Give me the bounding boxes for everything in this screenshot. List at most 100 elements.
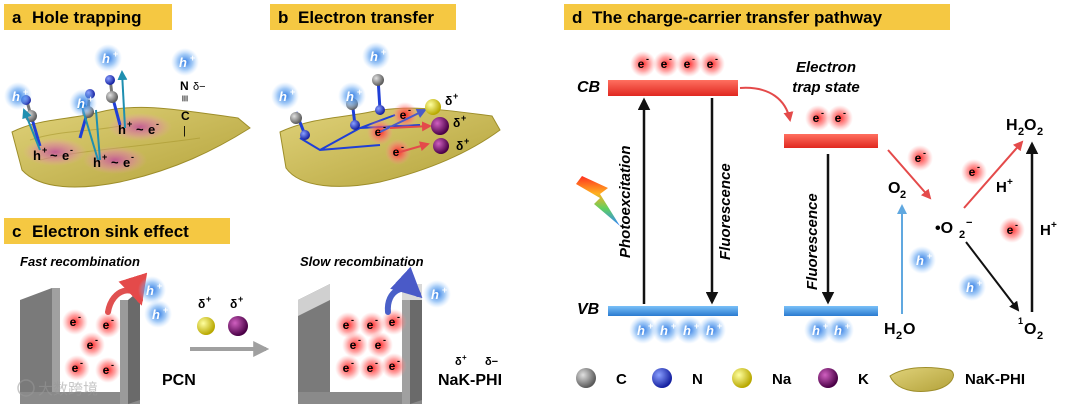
svg-text:+: + xyxy=(1051,220,1057,231)
sheet-icon xyxy=(889,367,954,392)
superoxide-label: •O xyxy=(935,220,953,237)
h2o2-label: H xyxy=(1006,117,1018,134)
potassium-atom-icon xyxy=(431,117,449,135)
electron-icon xyxy=(335,355,361,381)
panel-b-banner xyxy=(270,4,456,30)
hole-icon xyxy=(144,300,172,328)
svg-text:O: O xyxy=(903,321,915,338)
watermark-text: 大数跨境 xyxy=(38,380,98,398)
legend-label-k: K xyxy=(858,371,869,388)
fast-recombination-label: Fast recombination xyxy=(20,254,140,269)
cb-label: CB xyxy=(577,79,600,96)
electron-icon xyxy=(653,51,679,77)
superoxide-to-h2o2-arrow xyxy=(963,140,1024,209)
electron-icon xyxy=(342,332,368,358)
nitrogen-atom-icon xyxy=(375,105,385,115)
svg-text:O: O xyxy=(1024,117,1036,134)
cb-band xyxy=(608,80,738,96)
electron-icon xyxy=(381,353,407,379)
svg-text:2: 2 xyxy=(1037,126,1043,138)
delta-minus-label: δ− xyxy=(193,81,206,93)
legend-label-n: N xyxy=(692,371,703,388)
lightning-icon xyxy=(576,176,620,226)
svg-text:+: + xyxy=(102,152,107,162)
electron-icon xyxy=(79,332,105,358)
svg-text:-: - xyxy=(70,145,73,155)
trap-label-line1: Electron xyxy=(796,59,856,76)
legend: C N Na K NaK-PHI xyxy=(576,367,1025,392)
svg-text:+: + xyxy=(42,145,47,155)
nitrogen-atom-icon xyxy=(105,75,115,85)
svg-text:1: 1 xyxy=(1018,316,1023,326)
fluorescence-label: Fluorescence xyxy=(717,163,734,260)
hole-icon xyxy=(138,276,166,304)
svg-text:h: h xyxy=(33,148,41,163)
svg-text:+: + xyxy=(206,294,211,304)
nitrogen-atom-icon xyxy=(652,368,672,388)
electron-icon xyxy=(676,51,702,77)
hole-icon xyxy=(958,273,986,301)
electron-icon xyxy=(907,145,933,171)
panel-b: b Electron transfer δ + δ + δ + xyxy=(270,4,501,187)
triple-bond-label: ≡ xyxy=(178,95,192,102)
svg-text:e: e xyxy=(148,122,155,137)
panel-c-letter: c xyxy=(12,222,21,241)
delta-plus-label: δ xyxy=(453,116,460,130)
hole-icon xyxy=(171,48,199,76)
svg-text:~: ~ xyxy=(50,148,58,163)
panel-a: a Hole trapping h + ~ e - h + ~ e - h + … xyxy=(4,4,251,188)
vb-label: VB xyxy=(577,301,599,318)
carbon-atom-icon xyxy=(372,74,384,86)
svg-text:2: 2 xyxy=(900,189,906,201)
pcn-well xyxy=(20,288,140,404)
electron-icon xyxy=(64,355,90,381)
svg-text:+: + xyxy=(1007,177,1013,188)
panel-a-banner xyxy=(4,4,172,30)
electron-icon xyxy=(827,105,853,131)
potassium-atom-icon xyxy=(433,138,449,154)
hole-icon xyxy=(69,89,97,117)
electron-icon xyxy=(999,217,1025,243)
electron-icon xyxy=(359,355,385,381)
watermark-logo-icon xyxy=(17,379,35,397)
panel-d-banner xyxy=(564,4,950,30)
electron-icon xyxy=(95,357,121,383)
svg-text:+: + xyxy=(462,353,467,362)
svg-text:+: + xyxy=(127,119,132,129)
panel-c: c Electron sink effect Fast recombinatio… xyxy=(4,218,502,404)
electron-icon xyxy=(62,309,88,335)
hole-icon xyxy=(94,44,122,72)
legend-label-c: C xyxy=(616,371,627,388)
hole-icon xyxy=(362,42,390,70)
electron-icon xyxy=(699,51,725,77)
svg-text:−: − xyxy=(966,217,972,229)
trap-transfer-arrow xyxy=(739,86,794,122)
hole-icon xyxy=(338,82,366,110)
electron-icon xyxy=(381,309,407,335)
watermark: 大数跨境 xyxy=(17,379,98,398)
hplus-label: H xyxy=(996,179,1007,196)
panel-d: d The charge-carrier transfer pathway CB… xyxy=(564,4,1057,344)
sodium-atom-icon xyxy=(732,368,752,388)
photoexcitation-label: Photoexcitation xyxy=(617,145,634,258)
singlet-oxygen-label: O xyxy=(1024,321,1036,338)
delta-plus-label: δ xyxy=(456,139,463,153)
hole-electron-pair: h + ~ e - xyxy=(118,119,159,137)
electron-icon xyxy=(961,159,987,185)
svg-text:+: + xyxy=(238,294,243,304)
panel-b-letter: b xyxy=(278,8,288,27)
c-atom-label: C xyxy=(181,109,190,123)
o2-label: O xyxy=(888,180,900,197)
legend-label-nakphi: NaK-PHI xyxy=(965,371,1025,388)
svg-text:δ: δ xyxy=(455,356,462,368)
n-atom-label: N xyxy=(180,79,189,93)
hole-electron-pair: h + ~ e - xyxy=(93,152,134,170)
electron-icon xyxy=(385,139,411,165)
panel-c-banner xyxy=(4,218,230,244)
carbon-atom-icon xyxy=(576,368,596,388)
svg-text:2: 2 xyxy=(1037,330,1043,342)
cyano-group xyxy=(105,75,122,126)
svg-text:-: - xyxy=(156,119,159,129)
svg-text:δ−: δ− xyxy=(485,356,498,368)
